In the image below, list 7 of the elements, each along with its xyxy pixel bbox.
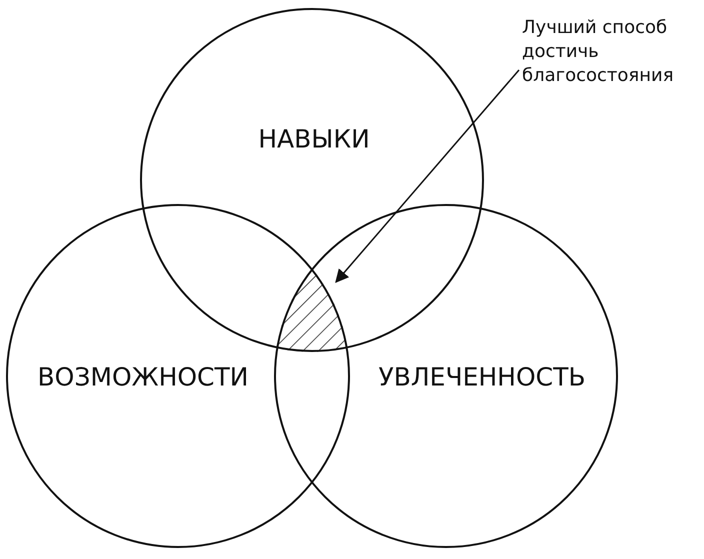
leader-arrow — [335, 70, 520, 284]
annotation-text: Лучший способ достичь благосостояния — [522, 16, 702, 88]
venn-circle — [6, 204, 350, 548]
venn-circle — [274, 204, 618, 548]
circle-label: УВЛЕЧЕННОСТЬ — [378, 362, 586, 392]
circle-label: НАВЫКИ — [258, 124, 370, 154]
circle-label: ВОЗМОЖНОСТИ — [38, 362, 248, 392]
